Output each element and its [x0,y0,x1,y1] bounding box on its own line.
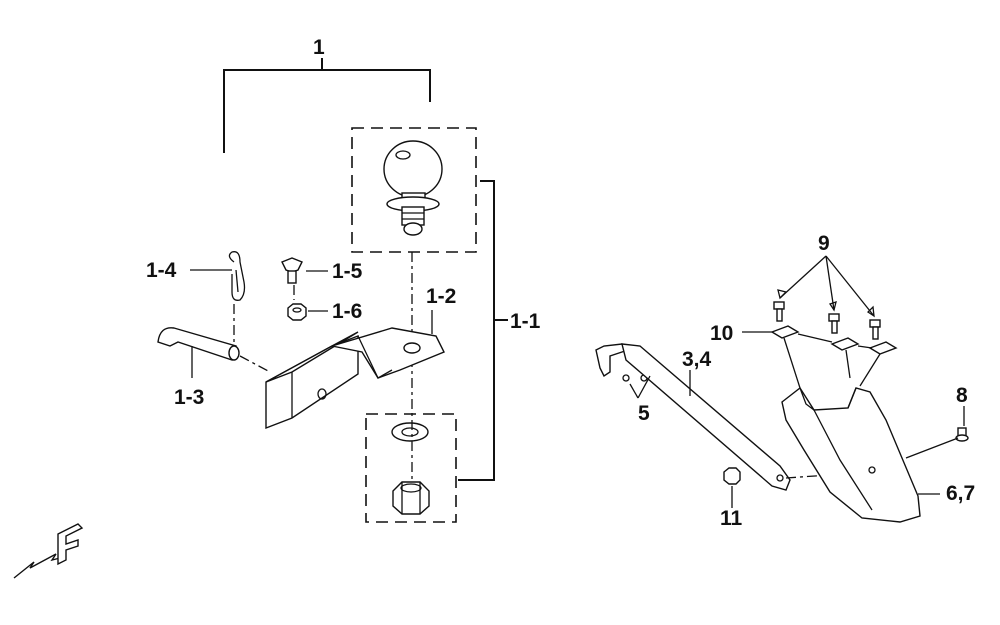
washer-nut-box [365,413,457,523]
mudflap [781,386,921,523]
callout-1: 1 [313,36,325,59]
callout-1-1: 1-1 [510,310,541,333]
callout-1-5: 1-5 [332,260,363,283]
callout-1-4: 1-4 [146,259,177,282]
hitch-ball-box [351,127,477,253]
callout-1-6: 1-6 [332,300,362,323]
nut-11 [723,467,741,485]
screw-8 [955,427,969,442]
clip-nuts-10 [770,325,898,355]
r-clip [228,251,246,344]
callout-8: 8 [956,384,968,407]
callout-3-4: 3,4 [682,348,712,371]
hitch-ball [383,140,443,236]
grease-fitting [281,257,303,300]
small-nut [287,303,307,321]
drawbar [265,327,445,430]
assembly-1-1-bracket [458,180,508,481]
callout-1-3: 1-3 [174,386,204,409]
callout-1-2: 1-2 [426,285,456,308]
callout-5: 5 [638,402,650,425]
mudflap-stay [595,343,791,491]
lock-washer [391,422,429,442]
bolts-9 [773,301,881,340]
hitch-pin [157,327,271,373]
hex-nut [392,481,430,515]
callout-9: 9 [818,232,830,255]
callout-6-7: 6,7 [946,482,975,505]
callout-11: 11 [720,507,743,530]
front-arrow-icon [13,523,84,579]
callout-10: 10 [710,322,733,345]
assembly-1-bracket [223,58,431,153]
